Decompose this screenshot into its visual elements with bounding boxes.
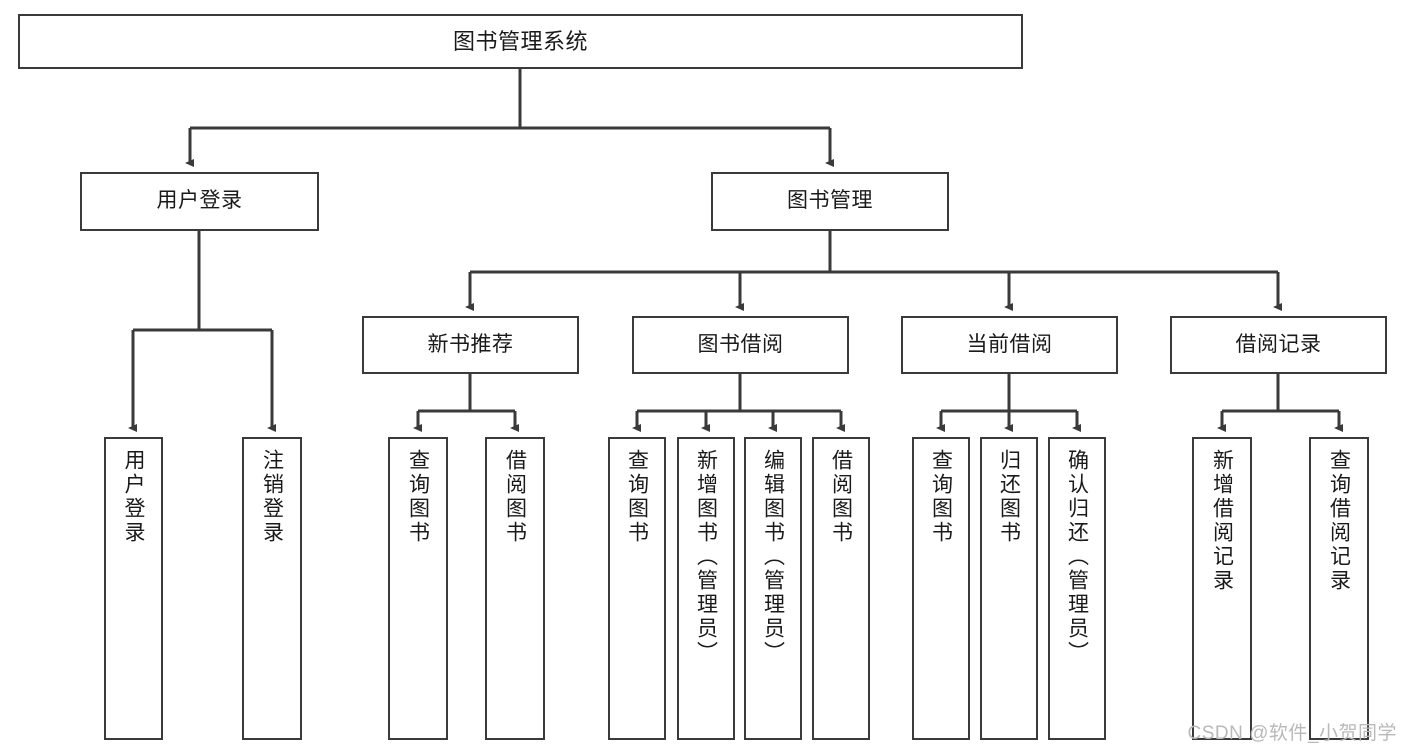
leaf-confirm-return-admin[interactable]: 确认归还（管理员）: [1048, 437, 1106, 740]
leaf-borrow-book-recommend[interactable]: 借阅图书: [485, 437, 545, 740]
node-label: 确认归还（管理员）: [1065, 449, 1089, 665]
leaf-query-book-borrow[interactable]: 查询图书: [608, 437, 666, 740]
node-user-login[interactable]: 用户登录: [80, 172, 319, 231]
node-label: 查询图书: [406, 449, 430, 545]
node-label: 新书推荐: [427, 332, 514, 356]
node-book-management[interactable]: 图书管理: [711, 172, 949, 231]
leaf-add-book-admin[interactable]: 新增图书（管理员）: [677, 437, 735, 740]
node-label: 借阅记录: [1235, 332, 1322, 356]
node-label: 用户登录: [122, 449, 145, 545]
node-current-borrow[interactable]: 当前借阅: [901, 316, 1118, 374]
node-new-book-recommend[interactable]: 新书推荐: [362, 316, 579, 374]
node-label: 用户登录: [156, 189, 243, 213]
leaf-user-login[interactable]: 用户登录: [104, 437, 163, 740]
leaf-return-book[interactable]: 归还图书: [980, 437, 1038, 740]
leaf-query-borrow-record[interactable]: 查询借阅记录: [1309, 437, 1369, 740]
node-book-borrow[interactable]: 图书借阅: [632, 316, 849, 374]
node-label: 图书管理系统: [452, 28, 588, 54]
leaf-query-book-current[interactable]: 查询图书: [912, 437, 970, 740]
node-label: 当前借阅: [966, 332, 1053, 356]
node-label: 查询借阅记录: [1327, 449, 1351, 593]
node-label: 新增借阅记录: [1210, 449, 1234, 593]
node-label: 查询图书: [625, 449, 649, 545]
node-label: 借阅图书: [503, 449, 527, 545]
leaf-add-borrow-record[interactable]: 新增借阅记录: [1192, 437, 1252, 740]
leaf-borrow-book[interactable]: 借阅图书: [812, 437, 870, 740]
node-label: 图书借阅: [697, 332, 784, 356]
node-label: 图书管理: [787, 189, 873, 213]
node-borrow-record[interactable]: 借阅记录: [1170, 316, 1387, 374]
node-label: 归还图书: [997, 449, 1021, 545]
leaf-logout[interactable]: 注销登录: [242, 437, 302, 740]
leaf-query-book-recommend[interactable]: 查询图书: [388, 437, 448, 740]
node-label: 查询图书: [929, 449, 953, 545]
node-label: 新增图书（管理员）: [694, 449, 718, 665]
node-label: 注销登录: [260, 449, 284, 545]
node-root-system[interactable]: 图书管理系统: [18, 14, 1023, 69]
node-label: 借阅图书: [829, 449, 853, 545]
leaf-edit-book-admin[interactable]: 编辑图书（管理员）: [744, 437, 802, 740]
node-label: 编辑图书（管理员）: [761, 449, 785, 665]
